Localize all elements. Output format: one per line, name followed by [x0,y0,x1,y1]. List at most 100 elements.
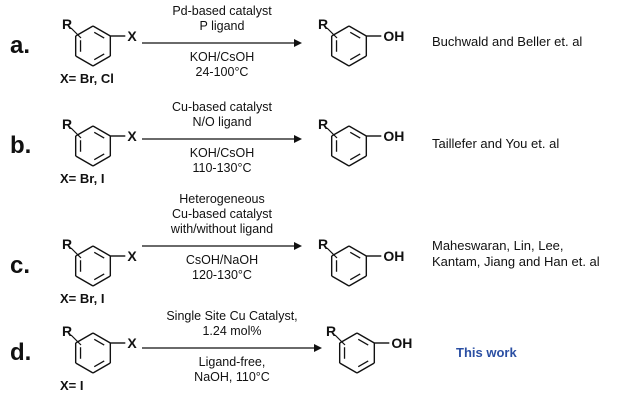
condition-line: with/without ligand [170,222,274,236]
ring-bond [348,125,367,137]
condition-line: 110-130°C [192,161,252,175]
halide-scope-label: X= I [60,378,84,393]
ring-bond [75,245,94,257]
r-group-label: R [318,236,328,252]
r-group-label: R [326,323,336,339]
r-group-label: R [62,116,72,132]
double-bond [93,251,105,259]
condition-line: KOH/CsOH [189,146,255,160]
condition-line: NaOH, 110°C [194,370,270,384]
double-bond [357,338,369,346]
this-work-label: This work [456,345,517,361]
double-bond [349,31,361,39]
double-bond [93,338,105,346]
reference-line: Kantam, Jiang and Han et. al [432,254,600,269]
scheme-label: d. [10,339,32,366]
ring-bond [348,25,367,37]
ring-bond [331,275,350,287]
aryl-halide-structure: RX [62,236,137,287]
double-bond [349,131,361,139]
ring-bond [339,362,358,374]
double-bond [93,53,105,61]
r-group-label: R [318,116,328,132]
halide-label: X [127,128,137,144]
hydroxyl-label: OH [383,28,404,44]
reference-line: Maheswaran, Lin, Lee, [432,238,564,253]
literature-reference: Buchwald and Beller et. al [432,34,582,50]
halide-scope-label: X= Br, I [60,291,105,306]
reaction-arrow [142,344,322,352]
condition-line: P ligand [199,19,245,33]
ring-bond [331,155,350,167]
ring-bond [92,362,111,374]
r-group-bond [326,247,338,259]
phenol-structure: R OH [318,236,404,287]
ring-bond [75,155,94,167]
double-bond [349,153,361,161]
double-bond [93,31,105,39]
halide-scope-label: X= Br, Cl [60,71,114,86]
aryl-halide-structure: RX [62,116,137,167]
ring-bond [92,155,111,167]
double-bond [93,273,105,281]
phenol-structure: ROH [326,323,412,374]
ring-bond [348,155,367,167]
condition-line: 1.24 mol% [202,324,262,338]
ring-bond [75,25,94,37]
r-group-bond [70,247,82,259]
ring-bond [92,332,111,344]
ring-bond [331,245,350,257]
double-bond [349,273,361,281]
scheme-label: a. [10,32,31,59]
double-bond [349,251,361,259]
aryl-halide-structure: RX [62,323,137,374]
condition-line: Cu-based catalyst [171,100,273,114]
ring-bond [92,25,111,37]
condition-line: N/O ligand [192,115,252,129]
reference-line: Taillefer and You et. al [432,136,560,151]
r-group-bond [70,127,82,139]
reference-line: This work [456,345,517,360]
r-group-bond [70,27,82,39]
double-bond [93,153,105,161]
condition-line: Single Site Cu Catalyst, [166,309,298,323]
ring-bond [92,275,111,287]
condition-line: Ligand-free, [198,355,266,369]
ring-bond [331,25,350,37]
condition-line: Pd-based catalyst [172,4,272,18]
double-bond [93,360,105,368]
hydroxyl-label: OH [383,248,404,264]
double-bond [357,360,369,368]
halide-scope-label: X= Br, I [60,171,105,186]
halide-label: X [127,248,137,264]
ring-bond [348,275,367,287]
double-bond [93,131,105,139]
condition-line: Cu-based catalyst [171,207,273,221]
r-group-bond [326,127,338,139]
ring-bond [92,125,111,137]
literature-reference: Maheswaran, Lin, Lee,Kantam, Jiang and H… [432,238,600,270]
literature-reference: Taillefer and You et. al [432,136,559,152]
hydroxyl-label: OH [383,128,404,144]
condition-line: 120-130°C [192,268,252,282]
phenol-structure: ROH [318,16,404,67]
ring-bond [339,332,358,344]
r-group-bond [70,334,82,346]
ring-bond [348,245,367,257]
ring-bond [75,125,94,137]
aryl-halide-structure: RX [62,16,137,67]
scheme-label: c. [10,252,31,279]
ring-bond [75,362,94,374]
reaction-arrow [142,135,302,143]
halide-label: X [127,335,137,351]
ring-bond [356,332,375,344]
